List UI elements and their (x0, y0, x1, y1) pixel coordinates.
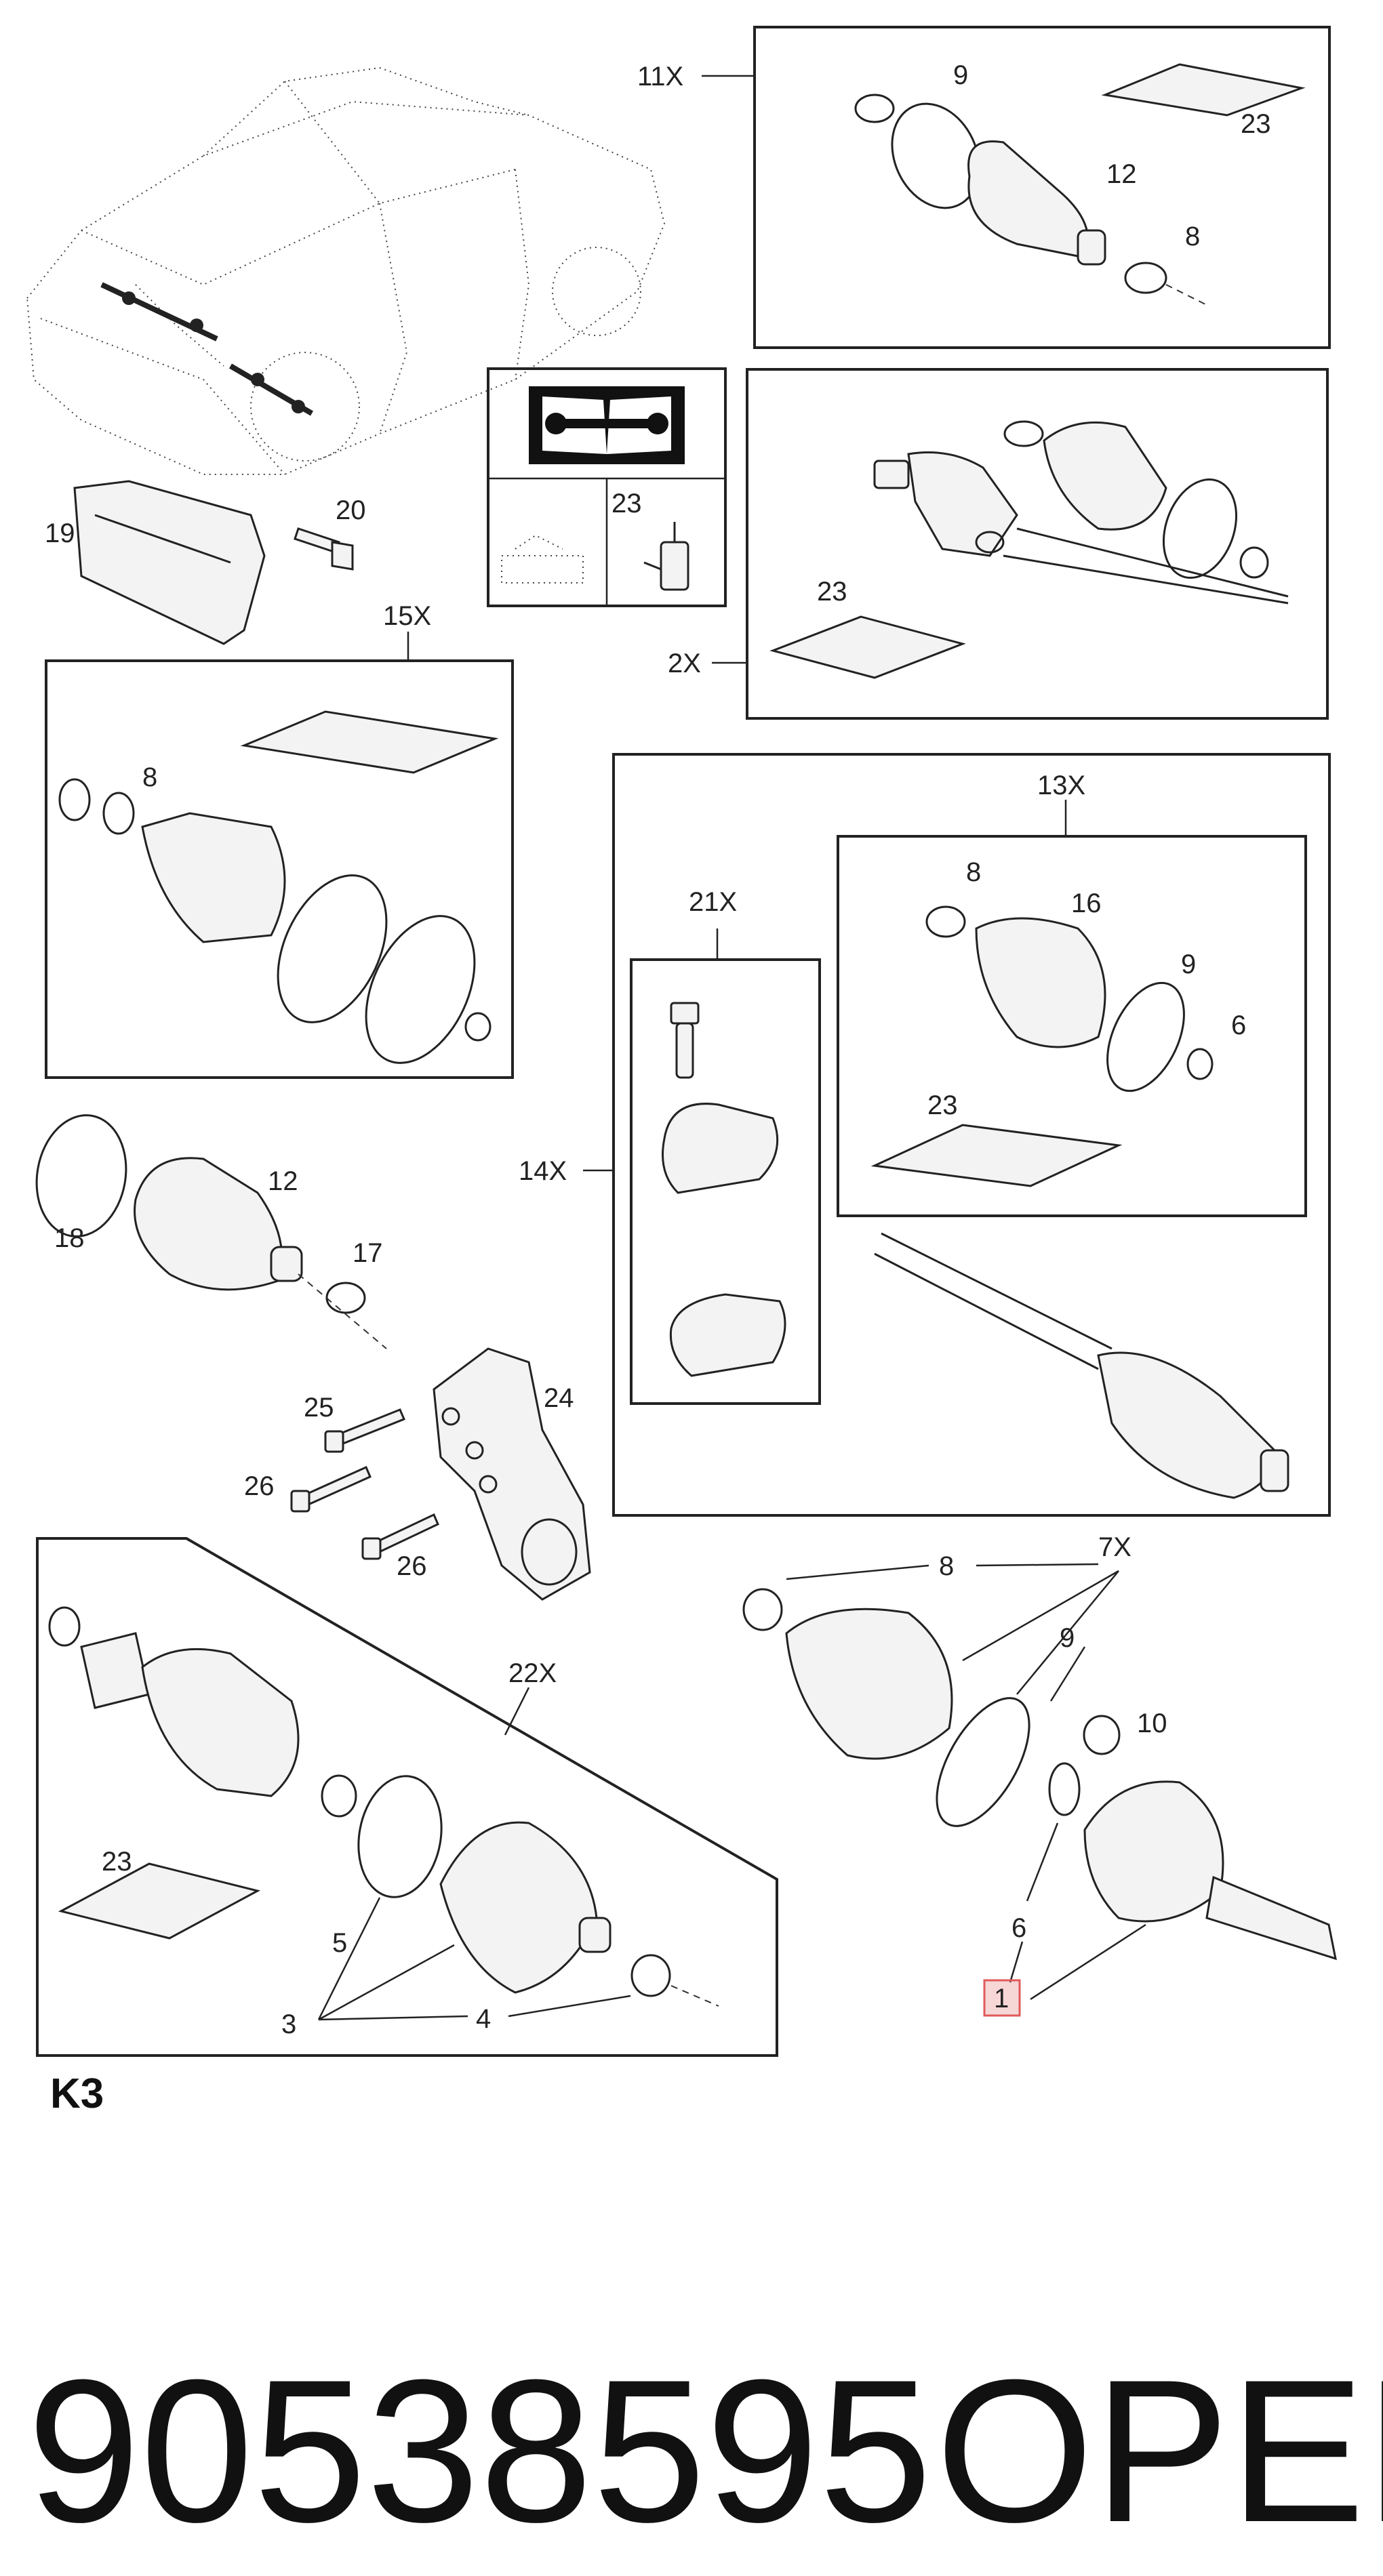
kit-21x: 21X (630, 887, 821, 1405)
callout-23-22x: 23 (102, 1847, 132, 1877)
callout-10: 10 (1137, 1709, 1167, 1738)
callout-6-7x: 6 (1011, 1913, 1026, 1943)
callout-23-2x: 23 (817, 577, 847, 607)
callout-21x: 21X (689, 887, 737, 917)
clamp-ring-icon (854, 94, 980, 209)
bolt-25: 25 (304, 1393, 405, 1453)
callout-16: 16 (1071, 888, 1102, 918)
kit-14x: 14X (519, 753, 1331, 1517)
callout-24: 24 (544, 1383, 574, 1413)
grease-packet-icon (769, 615, 966, 679)
oil-can-icon (501, 534, 584, 584)
cv-boot-12: 12 (134, 1157, 387, 1349)
callout-22x: 22X (508, 1658, 557, 1688)
small-clamp-icon (925, 905, 966, 938)
cv-joint-icon (48, 1606, 300, 1797)
car-illustration (26, 66, 666, 475)
clamp-ring-icon (975, 420, 1269, 579)
small-clamp-icon (1124, 262, 1167, 294)
callout-26-a: 26 (244, 1471, 275, 1501)
callout-7x: 7X (1098, 1532, 1131, 1562)
cv-boot-icon (141, 812, 286, 943)
drive-shaft-highlight-icon (100, 282, 314, 416)
grease-tube-icon (643, 522, 689, 591)
callout-12-loose: 12 (268, 1166, 298, 1196)
callout-17: 17 (353, 1238, 383, 1268)
clamp-ring-icon (1106, 981, 1214, 1092)
grease-packet-icon (240, 710, 499, 774)
callout-8-15x: 8 (142, 762, 157, 792)
clamp-ring-18: 18 (35, 1114, 127, 1253)
callout-11x: 11X (637, 62, 683, 91)
small-clamp-icon (630, 1954, 671, 1997)
diagram-code: K3 (50, 2070, 104, 2117)
callout-2x: 2X (668, 649, 701, 678)
callout-4: 4 (476, 2004, 491, 2034)
large-ring-icon (277, 874, 492, 1064)
callout-13x: 13X (1037, 771, 1085, 800)
grease-packet-icon (870, 1124, 1123, 1187)
clamp-ring-icon (321, 1774, 443, 1898)
kit-7x-parts: 8 7X 9 10 6 1 (742, 1532, 1337, 2017)
kit-2x: 2X 23 (668, 368, 1329, 720)
callout-5: 5 (332, 1928, 347, 1958)
callout-6-13x: 6 (1231, 1010, 1246, 1040)
kit-11x: 11X 9 23 12 8 (637, 26, 1331, 349)
callout-23-manual: 23 (612, 489, 642, 518)
drive-shaft-icon (874, 1232, 1289, 1499)
callout-9-7x: 9 (1060, 1623, 1075, 1653)
small-clamp-icon (1083, 1715, 1121, 1755)
callout-23: 23 (1241, 109, 1271, 139)
clamp-ring-icon (58, 778, 135, 835)
callout-8-13x: 8 (966, 857, 981, 887)
cv-boot-icon (967, 140, 1106, 266)
bolt-26b: 26 (361, 1513, 439, 1581)
kit-15x: 15X 8 (45, 601, 514, 1079)
callout-23-13x: 23 (927, 1090, 958, 1120)
bolt-26a: 26 (244, 1466, 372, 1513)
callout-12: 12 (1106, 159, 1137, 189)
bracket-clip-icon (662, 1103, 786, 1377)
cv-boot-icon (439, 1821, 612, 1994)
callout-19: 19 (45, 518, 75, 548)
callout-3: 3 (281, 2009, 296, 2039)
bolt-icon (670, 1002, 700, 1079)
callout-8: 8 (1185, 222, 1200, 251)
brand-name: OPEL (936, 2337, 1383, 2564)
callout-9-13x: 9 (1181, 949, 1196, 979)
cv-boot-icon (785, 1608, 953, 1760)
callout-9: 9 (953, 60, 968, 90)
outer-cv-joint-icon (1083, 1780, 1337, 1961)
callout-20: 20 (336, 495, 366, 525)
bolt-20: 20 (294, 495, 366, 571)
callout-15x: 15X (383, 601, 431, 631)
small-clamp-icon (742, 1588, 783, 1631)
highlight-box-1 (983, 1979, 1021, 2017)
bearing-bracket-24: 24 (433, 1347, 591, 1601)
cv-boot-icon (975, 917, 1106, 1048)
callout-14x: 14X (519, 1156, 567, 1186)
heat-shield-19: 19 (45, 480, 266, 645)
repair-manual-box: 23 (487, 367, 727, 607)
callout-1: 1 (994, 1984, 1009, 2013)
part-number: 90538595 (27, 2337, 932, 2564)
callout-25: 25 (304, 1393, 334, 1423)
callout-26-b: 26 (397, 1551, 427, 1581)
small-clamp-17: 17 (325, 1238, 383, 1314)
drive-shaft-joint-icon (873, 451, 1289, 605)
clamp-ring-icon (936, 1697, 1081, 1827)
cv-boot-icon (1043, 421, 1167, 531)
kit-22x: 22X 23 5 3 4 (36, 1537, 778, 2057)
book-wrench-icon (529, 386, 685, 464)
grease-packet-icon (58, 1862, 261, 1940)
kit-13x: 13X 8 16 9 6 23 (837, 771, 1307, 1217)
callout-8-7x: 8 (939, 1551, 954, 1581)
grease-packet-icon (1101, 63, 1306, 117)
callout-18: 18 (54, 1223, 85, 1253)
